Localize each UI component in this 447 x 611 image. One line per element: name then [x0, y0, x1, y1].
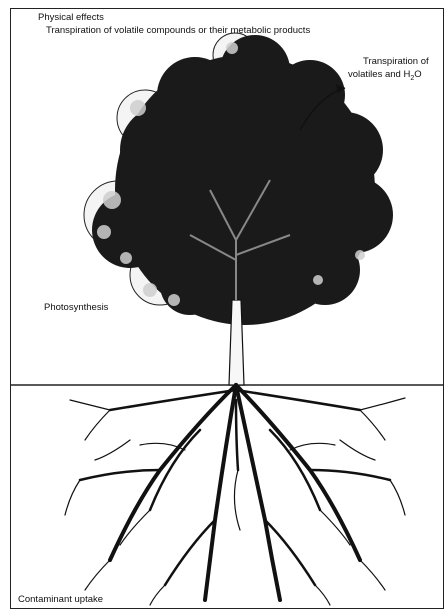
label-transpiration-of: Transpiration of [363, 56, 429, 67]
tree-trunk [229, 300, 244, 385]
label-contaminant-uptake: Contaminant uptake [18, 594, 103, 605]
label-volatiles-h2o: volatiles and H2O [348, 69, 422, 84]
label-volatiles-and-h: volatiles and H [348, 69, 410, 80]
label-transpiration-volatile: Transpiration of volatile compounds or t… [46, 25, 310, 36]
label-photosynthesis: Photosynthesis [44, 302, 108, 313]
root-system [65, 385, 405, 605]
label-physical-effects: Physical effects [38, 12, 104, 23]
label-h2o-o: O [414, 69, 421, 80]
